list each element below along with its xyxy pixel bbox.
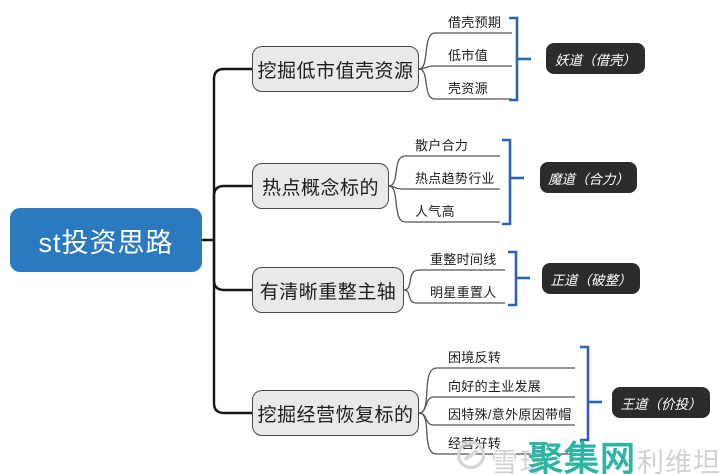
tag-wangdao-jiatou: 王道（价投） bbox=[612, 387, 710, 418]
leaf-item: 热点趋势行业 bbox=[415, 171, 495, 186]
leaf-item: 借壳预期 bbox=[448, 15, 502, 30]
bracket-branch1 bbox=[509, 16, 531, 102]
root-node: st投资思路 bbox=[10, 208, 202, 272]
bracket-branch4 bbox=[580, 345, 602, 442]
tag-yaodao-jieke: 妖道（借壳） bbox=[546, 43, 645, 74]
leaf-item: 低市值 bbox=[448, 48, 488, 63]
leaf-item: 经营好转 bbox=[448, 436, 502, 451]
leaf-connectors-branch1 bbox=[418, 32, 512, 100]
leaf-item: 人气高 bbox=[415, 204, 455, 219]
branch-node-restructure-axis: 有清晰重整主轴 bbox=[252, 267, 404, 313]
leaf-item: 明星重置人 bbox=[430, 285, 497, 300]
leaf-item: 向好的主业发展 bbox=[448, 379, 542, 394]
branch-node-operation-recovery: 挖掘经营恢复标的 bbox=[252, 390, 419, 436]
leaf-item: 重整时间线 bbox=[430, 252, 497, 267]
leaf-item: 散户合力 bbox=[415, 138, 469, 153]
leaf-connectors-branch2 bbox=[388, 155, 500, 223]
leaf-item: 困境反转 bbox=[448, 350, 502, 365]
trunk-connectors bbox=[200, 67, 254, 415]
bracket-branch3 bbox=[508, 250, 530, 307]
tag-modao-heli: 魔道（合力） bbox=[540, 162, 637, 193]
tag-zhengdao-pozheng: 正道（破整） bbox=[542, 263, 640, 294]
branch-node-hot-concept: 热点概念标的 bbox=[252, 163, 389, 209]
leaf-item: 因特殊/意外原因带帽 bbox=[448, 407, 572, 422]
branch-node-low-cap-shell: 挖掘低市值壳资源 bbox=[252, 46, 419, 92]
leaf-item: 壳资源 bbox=[448, 81, 488, 96]
bracket-branch2 bbox=[502, 138, 524, 226]
leaf-connectors-branch3 bbox=[403, 269, 505, 304]
leaf-connectors-branch4 bbox=[418, 367, 575, 455]
